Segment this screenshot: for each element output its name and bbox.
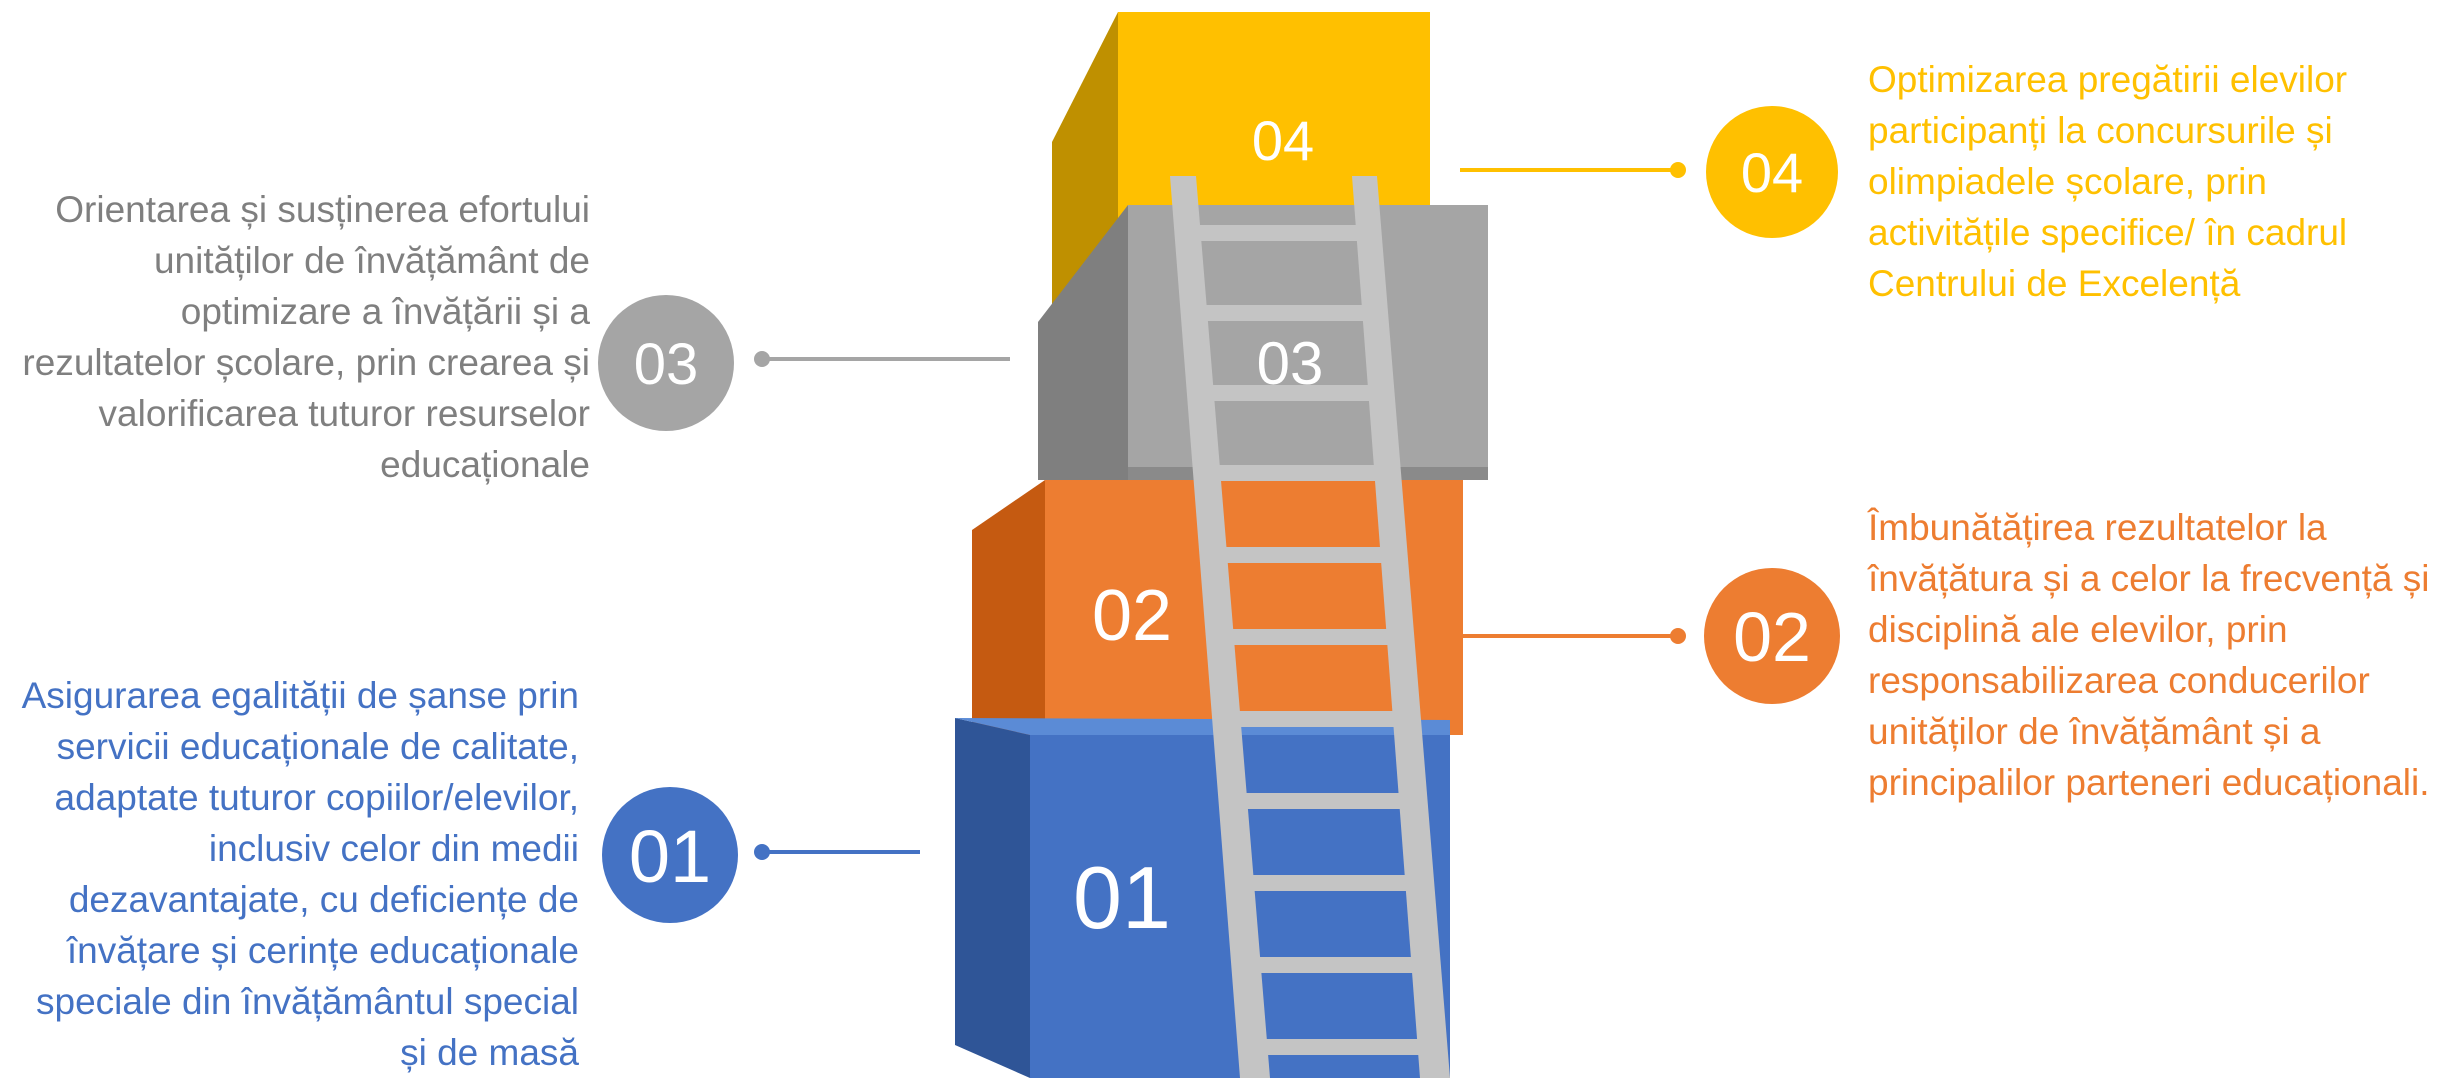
step-01-text-line: Asigurarea egalității de șanse prin [21,675,579,716]
ladder-rung [1200,385,1383,401]
step-02-marker: 02 [1460,568,1840,704]
step-03-text-line: educaționale [380,444,590,485]
step-03-circle [598,295,734,431]
step-01-text-line: speciale din învățământul special [36,981,579,1022]
ladder-rung [1226,711,1409,727]
ladder-rung [1251,1039,1436,1055]
ladder-rung [1245,957,1429,973]
step-04-connector-dot [1670,162,1686,178]
step-01-text-line: inclusiv celor din medii [208,828,579,869]
block-01-side-face [955,718,1030,1078]
step-01-text-line: dezavantajate, cu deficiențe de [68,879,579,920]
step-03-connector-dot [754,351,770,367]
step-02-text-line: responsabilizarea conducerilor [1868,660,2370,701]
step-02-text-line: principalilor parteneri educaționali. [1868,762,2430,803]
step-04-circle [1706,106,1838,238]
block-04-label: 04 [1252,109,1314,172]
block-03: 03 [1038,205,1488,480]
step-01-description: Asigurarea egalității de șanse prin serv… [22,670,579,1078]
step-01-text-line: servicii educaționale de calitate, [56,726,579,767]
ladder-rung [1219,629,1403,645]
step-02-text-line: Îmbunătățirea rezultatelor la [1868,507,2327,548]
block-02-side-face [972,480,1045,735]
step-03-text-line: optimizare a învățării și a [180,291,590,332]
ladder-rung [1194,305,1377,321]
ladder-rungs [1188,225,1436,1055]
step-03-circle-label: 03 [634,332,699,397]
step-01-text-line: și de masă [400,1032,579,1073]
step-02-circle [1704,568,1840,704]
step-01-circle-label: 01 [629,815,711,898]
step-03-text-line: rezultatelor școlare, prin crearea și [22,342,590,383]
step-04-description: Optimizarea pregătirii elevilor particip… [1868,54,2347,309]
step-01-marker: 01 [602,787,920,923]
step-02-text-line: învățătura și a celor la frecvență și [1868,558,2430,599]
ladder-rung [1238,875,1423,891]
ladder-rung [1213,547,1396,563]
block-01-label: 01 [1073,848,1171,947]
step-03-text-line: unităților de învățământ de [153,240,590,281]
step-04-text-line: olimpiadele școlare, prin [1868,161,2267,202]
step-04-text-line: Centrului de Excelență [1868,263,2241,304]
ladder [1170,176,1450,1078]
block-04-side-face [1052,12,1118,305]
step-02-description: Îmbunătățirea rezultatelor la învățătura… [1868,502,2430,808]
step-04-marker: 04 [1460,106,1838,238]
ladder-rung [1207,465,1390,481]
step-04-text-line: Optimizarea pregătirii elevilor [1868,59,2348,100]
block-01: 01 [955,718,1450,1078]
step-02-circle-label: 02 [1733,598,1811,676]
step-02-text-line: unităților de învățământ și a [1868,711,2321,752]
step-02-text-line: disciplină ale elevilor, prin [1868,609,2288,650]
step-01-text-line: adaptate tuturor copiilor/elevilor, [54,777,579,818]
step-04-text-line: participanți la concursurile și [1868,110,2333,151]
ladder-rung [1188,225,1370,241]
step-03-description: Orientarea și susținerea efortului unită… [22,184,590,490]
block-02-label: 02 [1092,576,1172,656]
step-03-marker: 03 [598,295,1010,431]
step-01-text-line: învățare și cerințe educaționale [66,930,579,971]
step-03-text-line: Orientarea și susținerea efortului [55,189,590,230]
step-04-text-line: activitățile specifice/ în cadrul [1868,212,2348,253]
step-04-circle-label: 04 [1741,141,1803,204]
step-01-circle [602,787,738,923]
ladder-rung [1232,793,1416,809]
step-03-text-line: valorificarea tuturor resurselor [98,393,590,434]
ladder-left-rail [1170,176,1270,1078]
step-02-connector-dot [1670,628,1686,644]
ladder-right-rail [1352,176,1450,1078]
step-01-connector-dot [754,844,770,860]
block-03-side-face [1038,205,1128,480]
